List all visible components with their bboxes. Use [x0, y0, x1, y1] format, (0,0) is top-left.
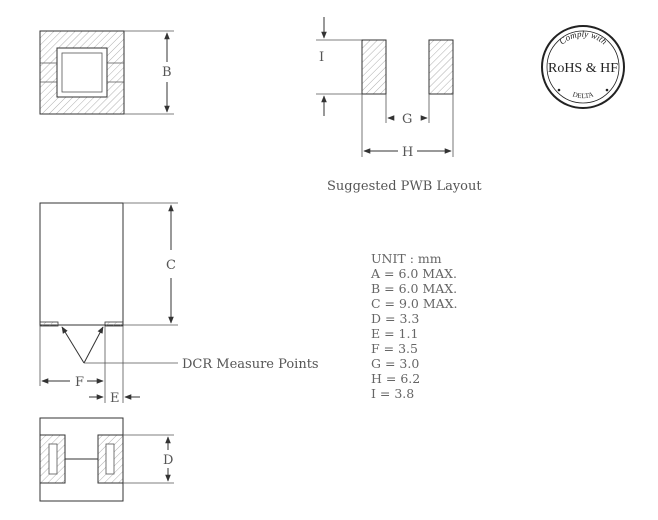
dim-label-f: F: [75, 375, 84, 390]
spec-row-i: I = 3.8: [371, 386, 414, 401]
front-view-body: [39, 202, 124, 326]
spec-row-c: C = 9.0 MAX.: [371, 296, 458, 311]
spec-table: UNIT : mm A = 6.0 MAX. B = 6.0 MAX. C = …: [370, 251, 458, 401]
seal-main-text: RoHS & HF: [548, 61, 618, 76]
spec-row-f: F = 3.5: [371, 341, 418, 356]
dim-label-c: C: [166, 258, 176, 273]
front-view: C DCR Measure Points F E: [39, 202, 319, 406]
pwb-pad-right: [428, 39, 454, 95]
pwb-layout: I G H Suggested PWB Layout: [316, 17, 482, 194]
seal-bottom-text: DELTA: [572, 91, 594, 101]
dim-label-d: D: [163, 453, 173, 468]
spec-row-unit: UNIT : mm: [371, 251, 442, 266]
pwb-caption: Suggested PWB Layout: [327, 179, 482, 194]
dim-label-e: E: [110, 391, 120, 406]
bottom-view: D: [39, 417, 174, 502]
pwb-pad-left: [361, 39, 387, 95]
spec-row-e: E = 1.1: [371, 326, 418, 341]
dcr-caption: DCR Measure Points: [182, 357, 319, 372]
spec-row-a: A = 6.0 MAX.: [370, 266, 457, 281]
spec-row-h: H = 6.2: [371, 371, 420, 386]
dim-label-b: B: [162, 65, 172, 80]
top-view-inner-frame: [61, 52, 103, 93]
top-view: B: [39, 30, 174, 115]
top-view-inner-window: [56, 47, 108, 98]
spec-row-b: B = 6.0 MAX.: [371, 281, 457, 296]
dim-label-h: H: [402, 145, 413, 160]
rohs-hf-seal: Comply with RoHS & HF DELTA: [541, 25, 625, 109]
dim-label-g: G: [402, 112, 412, 127]
spec-row-g: G = 3.0: [371, 356, 419, 371]
spec-row-d: D = 3.3: [371, 311, 419, 326]
dim-label-i: I: [319, 50, 324, 65]
